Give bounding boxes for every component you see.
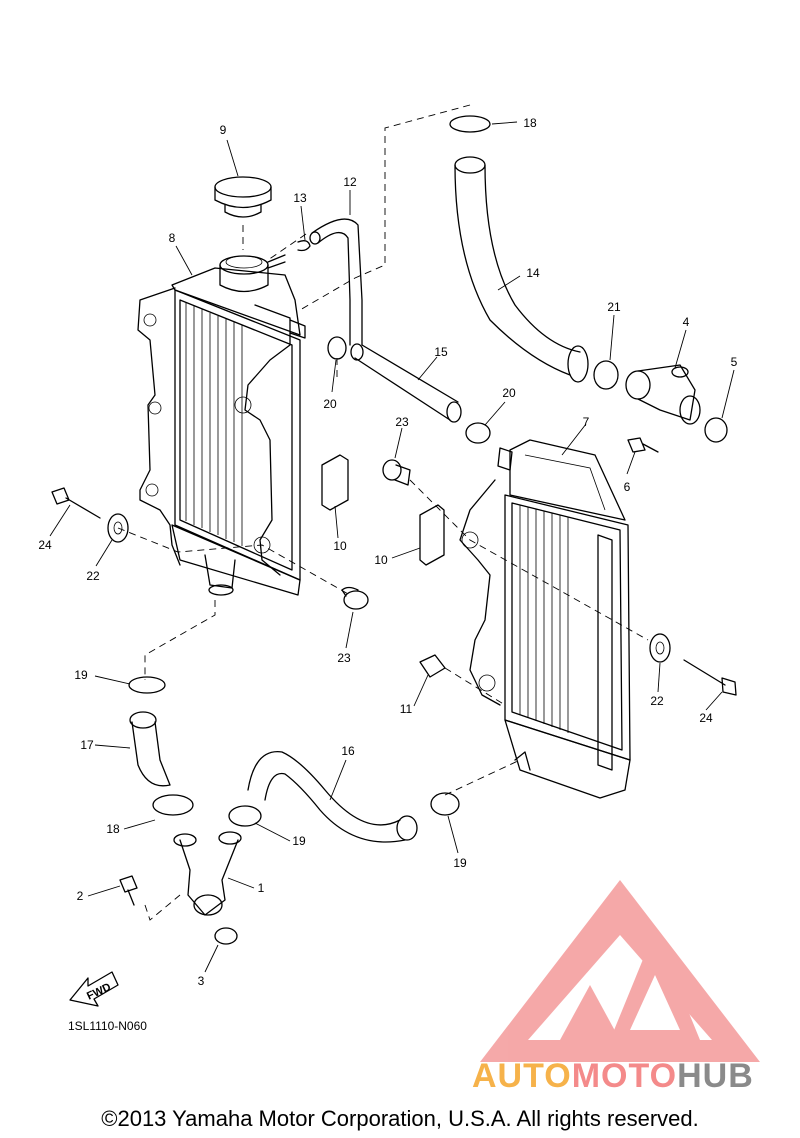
- bolt-24-right: [683, 659, 737, 696]
- callout-9: 9: [220, 123, 227, 137]
- callout-18-top: 18: [523, 116, 537, 130]
- callout-21: 21: [607, 300, 621, 314]
- callout-6: 6: [624, 480, 631, 494]
- callout-20-left: 20: [323, 397, 337, 411]
- callout-14: 14: [526, 266, 540, 280]
- callout-15: 15: [434, 345, 448, 359]
- svg-text:AUTOMOTOHUB: AUTOMOTOHUB: [472, 1057, 754, 1095]
- hose-15: [350, 343, 462, 423]
- callout-10-right: 10: [374, 553, 388, 567]
- callout-18-bottom: 18: [106, 822, 120, 836]
- o-ring-5: [704, 417, 728, 443]
- pad-10-right: [419, 504, 445, 566]
- upper-hose-14: [454, 156, 589, 383]
- grommet-22-left: [107, 513, 129, 543]
- automotohub-logo: [480, 880, 760, 1062]
- thermostat-joint-4: [625, 364, 701, 425]
- fwd-label: FWD: [85, 981, 113, 1002]
- callout-23-bottom: 23: [337, 651, 351, 665]
- hose-16: [247, 751, 418, 843]
- grommet-22-right: [649, 633, 671, 663]
- copyright-notice: ©2013 Yamaha Motor Corporation, U.S.A. A…: [101, 1106, 698, 1131]
- callout-24-right: 24: [699, 711, 713, 725]
- right-radiator: [459, 439, 631, 799]
- callout-19-left: 19: [74, 668, 88, 682]
- pad-10-left: [321, 454, 349, 511]
- left-radiator: [137, 254, 306, 596]
- collar-23-left: [341, 586, 369, 610]
- callout-7: 7: [583, 415, 590, 429]
- collar-23-right: [382, 459, 411, 486]
- hose-clip-13: [297, 240, 311, 252]
- callout-8: 8: [169, 231, 176, 245]
- automotohub-wordmark: AUTOMOTOHUB: [472, 1057, 754, 1095]
- drawing-code: 1SL1110-N060: [68, 1019, 147, 1033]
- callout-2: 2: [77, 889, 84, 903]
- o-ring-3: [214, 927, 238, 945]
- callout-12: 12: [343, 175, 357, 189]
- callout-13: 13: [293, 191, 307, 205]
- hose-17: [129, 711, 171, 787]
- leader-lines: [49, 121, 735, 973]
- callout-17: 17: [80, 738, 94, 752]
- callout-10-left: 10: [333, 539, 347, 553]
- pad-11: [419, 654, 446, 678]
- breather-hose: [309, 218, 363, 346]
- callout-24-left: 24: [38, 538, 52, 552]
- callout-19-right: 19: [453, 856, 467, 870]
- callout-1: 1: [258, 881, 265, 895]
- callout-4: 4: [683, 315, 690, 329]
- callout-22-right: 22: [650, 694, 664, 708]
- callout-3: 3: [198, 974, 205, 988]
- assembly-lines: [117, 104, 649, 921]
- water-pipe-1: [173, 831, 242, 916]
- callout-11: 11: [400, 702, 413, 716]
- callout-5: 5: [731, 355, 738, 369]
- hose-clamps: [128, 115, 619, 827]
- callout-19-middle: 19: [292, 834, 306, 848]
- forward-arrow-icon: FWD: [69, 971, 119, 1007]
- wordmark-moto: MOTO: [572, 1057, 677, 1095]
- bolt-24-left: [51, 487, 101, 519]
- callout-16: 16: [341, 744, 355, 758]
- bolt-6: [627, 437, 659, 453]
- wordmark-auto: AUTO: [472, 1057, 572, 1095]
- radiator-cap: [214, 176, 272, 218]
- callouts: 9 13 12 8 18 14 21 4 5 15 20 20 23 7 6 2…: [38, 116, 737, 988]
- callout-23-top: 23: [395, 415, 409, 429]
- bolt-2: [119, 875, 138, 906]
- callout-22-left: 22: [86, 569, 100, 583]
- wordmark-hub: HUB: [677, 1057, 754, 1095]
- callout-20-right: 20: [502, 386, 516, 400]
